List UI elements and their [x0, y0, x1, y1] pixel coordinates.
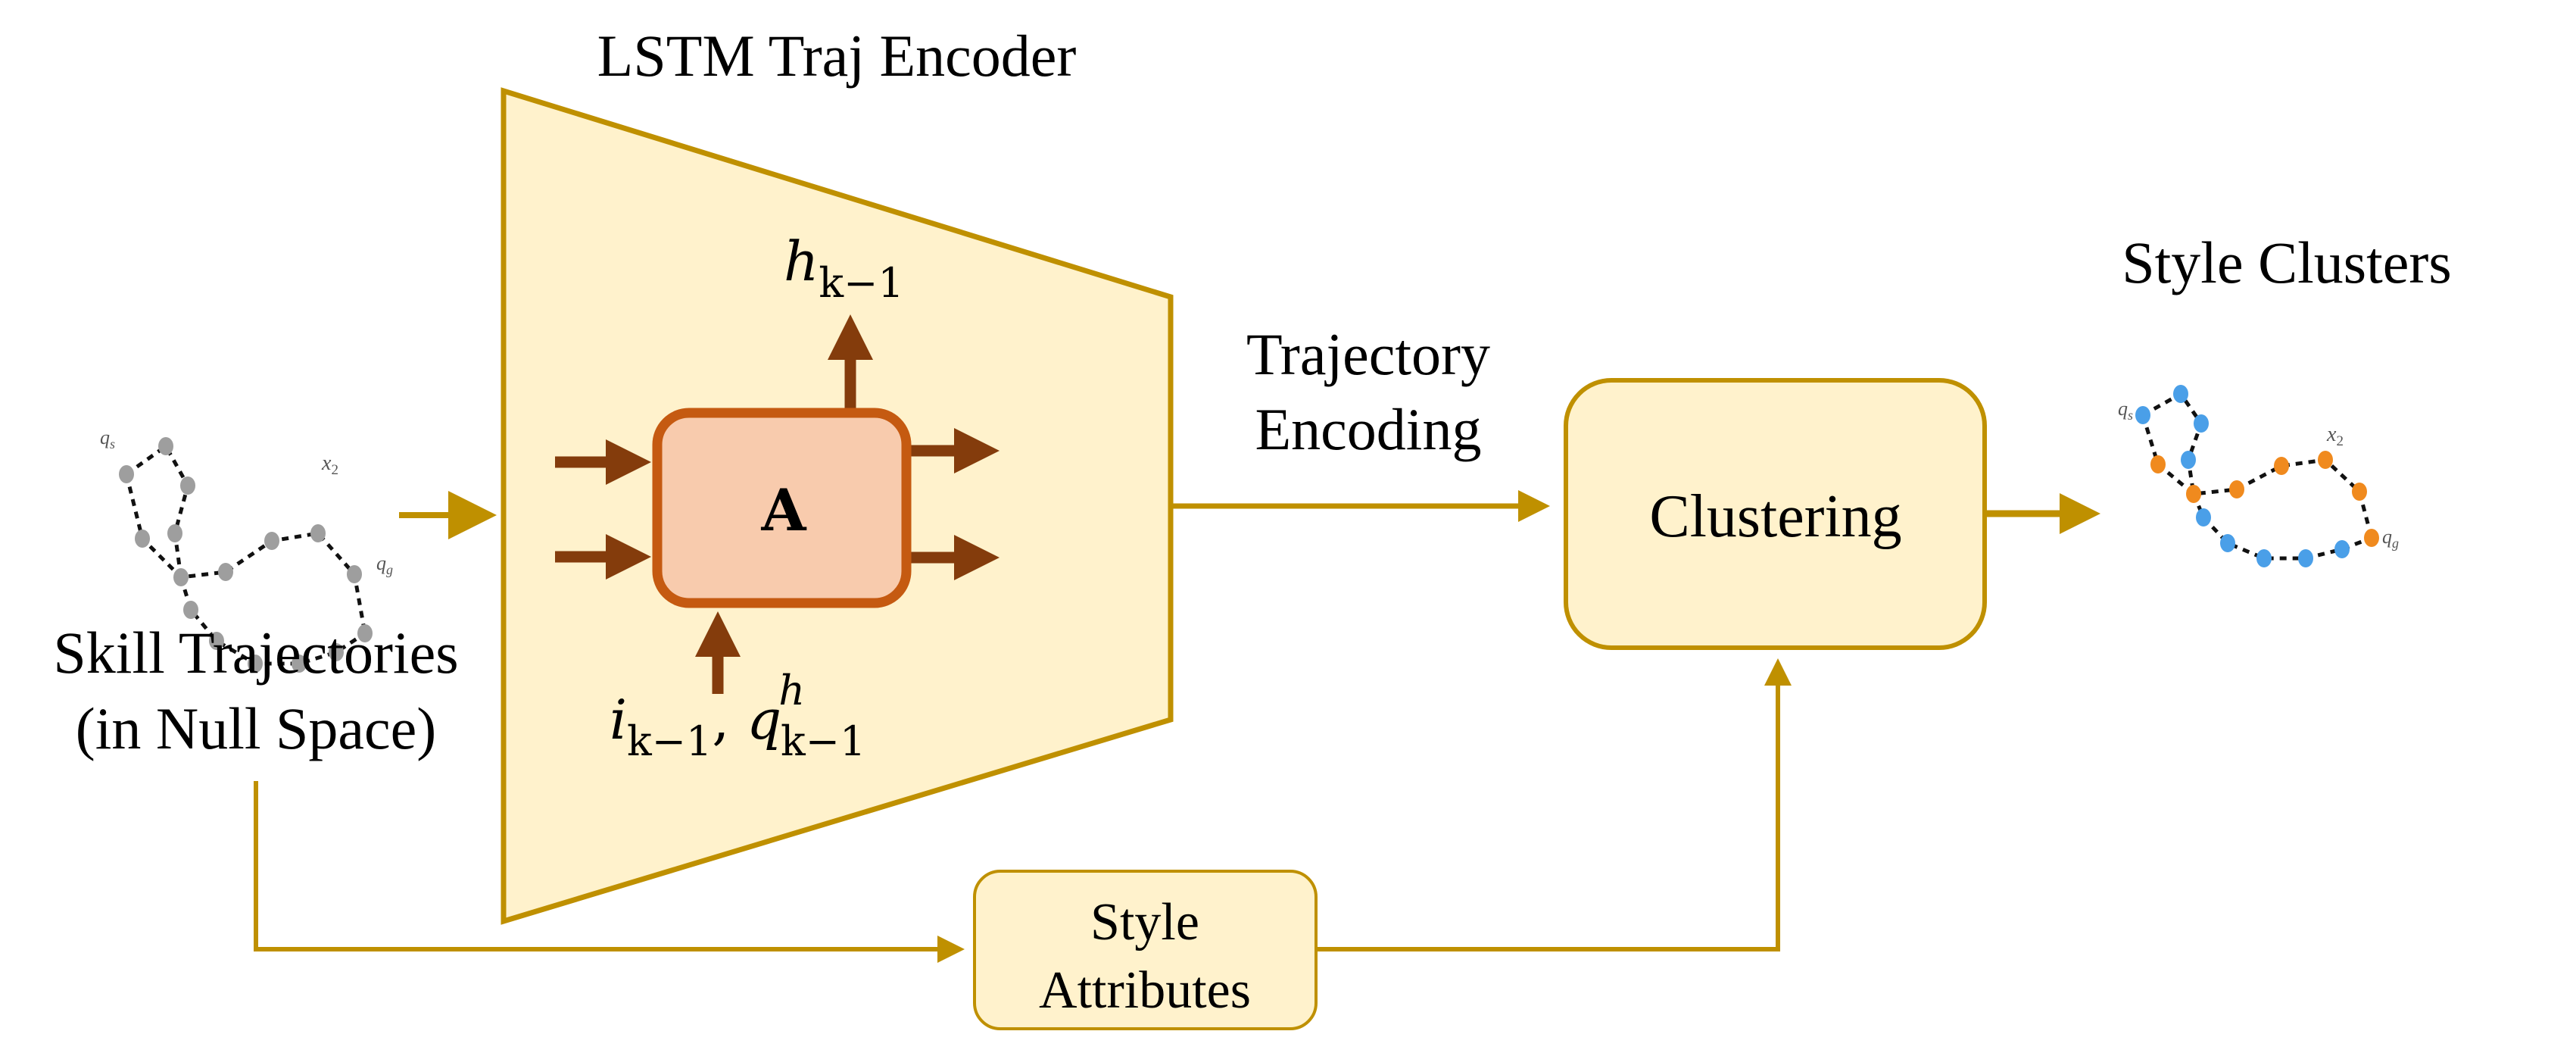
output-start-label: qs	[2118, 398, 2133, 423]
input-start-label: qs	[100, 427, 115, 452]
clustering-label: Clustering	[1649, 483, 1901, 550]
cluster-point-orange	[2318, 451, 2333, 469]
trajectory-point	[357, 624, 373, 642]
encoder-title: LSTM Traj Encoder	[597, 23, 1077, 89]
trajectory-point	[180, 477, 195, 495]
trajectory-point	[218, 563, 233, 581]
input-trajectory-figure	[119, 437, 373, 673]
hidden-state-sub: k−1	[819, 259, 903, 307]
trajectory-point	[183, 601, 198, 619]
input-i-sub: k−1	[627, 717, 712, 765]
cluster-point-blue	[2181, 451, 2196, 469]
trajectory-point	[135, 530, 150, 548]
cluster-point-orange	[2364, 529, 2379, 547]
input-i-base: i	[610, 688, 627, 751]
hidden-state-base: h	[784, 230, 819, 293]
cluster-point-blue	[2220, 534, 2235, 552]
style-clusters-figure	[2135, 385, 2379, 567]
input-q-sup: h	[778, 667, 805, 714]
output-goal-label: qg	[2382, 526, 2399, 551]
input-goal-label: qg	[376, 552, 393, 577]
cluster-point-blue	[2298, 549, 2313, 567]
style-attributes-label-line1: Style	[1090, 893, 1199, 951]
cluster-point-orange	[2274, 457, 2289, 475]
trajectory-point	[347, 565, 362, 583]
trajectory-point	[173, 568, 189, 586]
cluster-point-blue	[2256, 549, 2272, 567]
cluster-point-blue	[2194, 414, 2209, 433]
trajectory-point	[158, 437, 173, 455]
trajectory-point	[329, 643, 344, 661]
trajectory-encoding-label-line2: Encoding	[1255, 396, 1482, 462]
trajectory-point	[310, 524, 326, 542]
input-q-base: q	[747, 688, 781, 751]
cluster-point-orange	[2352, 483, 2367, 501]
cluster-point-orange	[2150, 455, 2166, 473]
clustering-block	[1564, 378, 1987, 650]
cluster-point-blue	[2173, 385, 2188, 403]
input-trajectory-segment	[124, 473, 367, 634]
skill-trajectories-label: Skill Trajectories	[53, 620, 458, 686]
cluster-point-orange	[2229, 480, 2244, 498]
trajectory-point	[248, 655, 263, 673]
input-to-style-attributes-arrow	[254, 781, 965, 963]
cluster-point-orange	[2186, 485, 2201, 503]
hidden-state-label: hk−1	[784, 230, 904, 307]
input-trajectory-segment	[125, 443, 190, 578]
cluster-point-blue	[2334, 540, 2350, 558]
input-separator: ,	[712, 688, 747, 751]
trajectory-point	[119, 465, 134, 483]
input-via-label: x2	[321, 452, 338, 478]
null-space-label: (in Null Space)	[76, 695, 437, 761]
lstm-cell-label: A	[761, 477, 807, 544]
cluster-point-blue	[2135, 406, 2150, 424]
style-attributes-label-line2: Attributes	[1039, 961, 1251, 1020]
input-q-sub: k−1	[781, 717, 865, 765]
trajectory-point	[209, 632, 224, 650]
trajectory-point	[292, 655, 307, 673]
trajectory-point	[167, 524, 182, 542]
trajectory-point	[264, 532, 279, 550]
lstm-cell	[652, 408, 912, 608]
trajectory-encoding-label-line1: Trajectory	[1246, 321, 1490, 387]
style-attributes-to-clustering-arrow	[1316, 658, 1792, 951]
cluster-point-blue	[2196, 508, 2211, 526]
style-clusters-label: Style Clusters	[2122, 230, 2452, 295]
output-via-label: x2	[2326, 423, 2344, 449]
